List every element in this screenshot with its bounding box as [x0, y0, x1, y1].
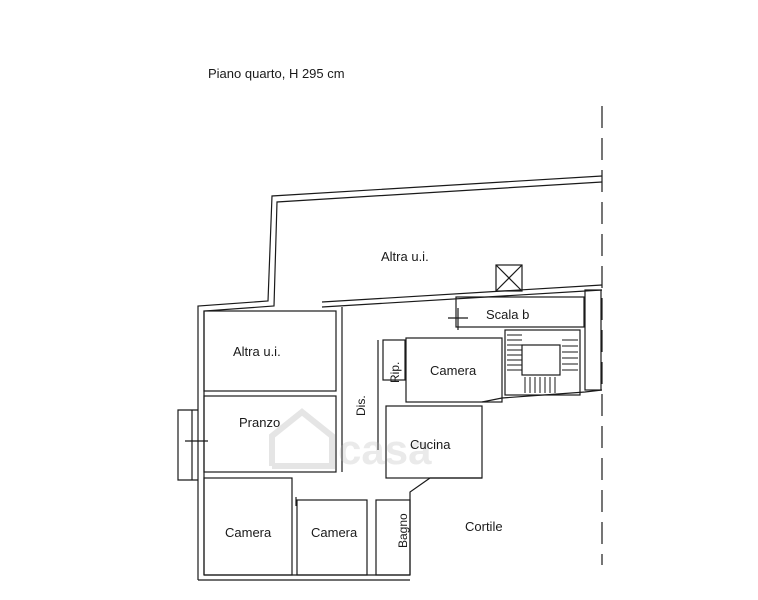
- scala-b-box: [455, 296, 585, 328]
- rip-room: [382, 339, 406, 381]
- room-label-camera-bottom-middle: Camera: [311, 525, 358, 540]
- room-label-scala-b: Scala b: [486, 307, 530, 322]
- camera-bottom-left-room: [203, 477, 293, 576]
- room-label-camera-bottom-left: Camera: [225, 525, 272, 540]
- room-label-camera-right: Camera: [430, 363, 477, 378]
- walls: [177, 175, 603, 581]
- room-label-cucina: Cucina: [410, 437, 451, 452]
- room-label-dis: Dis.: [354, 395, 368, 416]
- skylight-cross-b: [495, 264, 523, 292]
- right-wall-block: [584, 289, 602, 391]
- room-label-altra-ui-left: Altra u.i.: [233, 344, 281, 359]
- pranzo-room: [203, 395, 337, 473]
- room-label-rip: Rip.: [388, 361, 402, 383]
- altra-ui-room: [203, 310, 337, 392]
- skylight: [495, 264, 523, 292]
- corridor-wall: [321, 284, 603, 303]
- room-label-bagno: Bagno: [396, 513, 410, 548]
- camera-right-room: [405, 337, 503, 403]
- corridor-wall-inner: [321, 289, 603, 308]
- house-icon: [269, 408, 335, 469]
- stair-treads: [507, 334, 578, 393]
- outer-wall-line: [197, 175, 603, 580]
- stairs-outline: [504, 329, 581, 396]
- right-building-edge: [481, 389, 603, 403]
- room-label-altra-ui-top: Altra u.i.: [381, 249, 429, 264]
- watermark-text: casa: [338, 426, 432, 473]
- stairs-well: [521, 344, 561, 376]
- room-label-cortile: Cortile: [465, 519, 503, 534]
- balcony: [177, 409, 198, 481]
- room-label-pranzo: Pranzo: [239, 415, 281, 430]
- camera-bottom-middle-room: [296, 499, 368, 576]
- plan-title: Piano quarto, H 295 cm: [208, 66, 345, 81]
- cucina-outer-wall: [409, 477, 482, 575]
